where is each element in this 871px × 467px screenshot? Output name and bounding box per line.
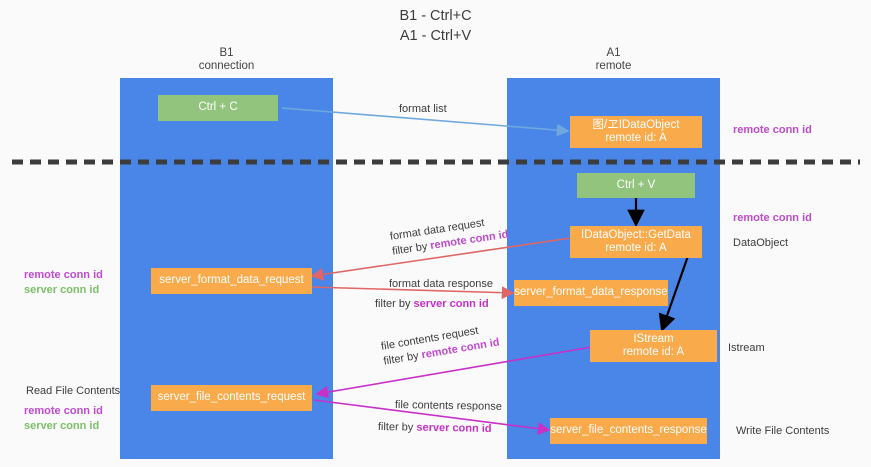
edge-file-contents-response: [313, 399, 551, 435]
edge-label-file-contents-response: file contents response: [395, 398, 502, 415]
edge-getdata-to-istream: [658, 255, 690, 333]
lane-header-a1-subtitle: remote: [595, 60, 632, 72]
edge-label-format-data-response-text: format data response: [389, 278, 493, 290]
left-label-server-conn-id-bottom-text: server conn id: [24, 420, 100, 432]
box-ctrl-v[interactable]: Ctrl + V: [577, 173, 695, 198]
filter-key-server-conn-id: server conn id: [416, 421, 492, 435]
box-server-format-data-response[interactable]: server_format_data_response: [514, 280, 668, 306]
left-label-server-conn-id-mid-text: server conn id: [24, 284, 100, 296]
edge-label-format-data-response-filter: filter by server conn id: [375, 297, 489, 311]
page-title: B1 - Ctrl+C A1 - Ctrl+V: [0, 6, 871, 46]
box-idataobject-line-1: 图/ヱIDataObject: [592, 118, 680, 131]
edge-label-file-contents-response-text: file contents response: [394, 398, 502, 413]
right-label-write-file-contents-text: Write File Contents: [736, 425, 830, 437]
left-label-remote-conn-id-mid: remote conn id: [24, 268, 103, 282]
edge-label-format-data-response: format data response: [389, 277, 493, 291]
lane-header-a1-name: A1: [606, 47, 621, 59]
box-server-format-data-request[interactable]: server_format_data_request: [151, 268, 312, 294]
box-getdata-line-1: IDataObject::GetData: [581, 228, 691, 241]
filter-key-server-conn-id: server conn id: [413, 298, 489, 310]
right-label-dataobject-text: DataObject: [733, 237, 789, 249]
edge-label-format-list-text: format list: [399, 103, 447, 115]
box-idataobject-getdata[interactable]: IDataObject::GetData remote id: A: [570, 226, 702, 258]
left-label-server-conn-id-mid: server conn id: [24, 283, 99, 297]
box-server-file-contents-request-label: server_file_contents_request: [157, 391, 306, 404]
box-idataobject-line-2: remote id: A: [605, 132, 667, 144]
box-server-file-contents-response-label: server_file_contents_response: [550, 424, 707, 437]
right-label-istream: Istream: [728, 341, 765, 355]
left-label-remote-conn-id-bottom: remote conn id: [24, 404, 103, 418]
box-server-file-contents-response[interactable]: server_file_contents_response: [550, 418, 707, 444]
edge-label-file-contents-response-filter: filter by server conn id: [378, 420, 492, 437]
box-istream-line-1: IStream: [633, 332, 674, 345]
lane-header-a1: A1 remote: [507, 47, 720, 73]
right-label-remote-conn-id-top: remote conn id: [733, 123, 812, 137]
edge-format-list: [281, 107, 570, 137]
edge-file-contents-request: [315, 346, 593, 399]
right-label-write-file-contents: Write File Contents: [736, 424, 829, 438]
right-label-remote-conn-id-mid: remote conn id: [733, 211, 812, 225]
right-label-istream-text: Istream: [728, 342, 765, 354]
edge-format-data-response: [309, 286, 515, 300]
box-ctrl-v-label: Ctrl + V: [616, 178, 656, 191]
left-label-read-file-contents-text: Read File Contents: [26, 385, 121, 397]
lane-header-b1-subtitle: connection: [198, 60, 255, 72]
box-idataobject[interactable]: 图/ヱIDataObject remote id: A: [570, 116, 702, 148]
lane-header-b1: B1 connection: [120, 47, 333, 73]
filter-prefix: filter by: [377, 420, 417, 434]
box-istream-line-2: remote id: A: [622, 346, 685, 358]
right-label-dataobject: DataObject: [733, 236, 788, 250]
edge-format-data-request: [310, 237, 572, 281]
box-ctrl-c[interactable]: Ctrl + C: [158, 95, 278, 121]
box-server-format-data-response-label: server_format_data_response: [514, 286, 668, 299]
box-getdata-line-2: remote id: A: [605, 242, 667, 254]
left-label-read-file-contents: Read File Contents: [26, 384, 120, 398]
left-label-remote-conn-id-bottom-text: remote conn id: [24, 405, 103, 417]
lane-header-b1-name: B1: [219, 47, 234, 59]
title-line-1: B1 - Ctrl+C: [399, 8, 472, 24]
right-label-remote-conn-id-mid-text: remote conn id: [733, 212, 812, 224]
edge-label-format-list: format list: [399, 102, 447, 116]
right-label-remote-conn-id-top-text: remote conn id: [733, 124, 812, 136]
left-label-remote-conn-id-mid-text: remote conn id: [24, 269, 103, 281]
left-label-server-conn-id-bottom: server conn id: [24, 419, 99, 433]
box-server-file-contents-request[interactable]: server_file_contents_request: [151, 385, 312, 411]
box-server-format-data-request-label: server_format_data_request: [159, 274, 304, 287]
box-ctrl-c-label: Ctrl + C: [198, 101, 238, 114]
box-istream[interactable]: IStream remote id: A: [590, 330, 717, 362]
title-line-2: A1 - Ctrl+V: [399, 28, 472, 44]
filter-prefix: filter by: [375, 298, 414, 310]
